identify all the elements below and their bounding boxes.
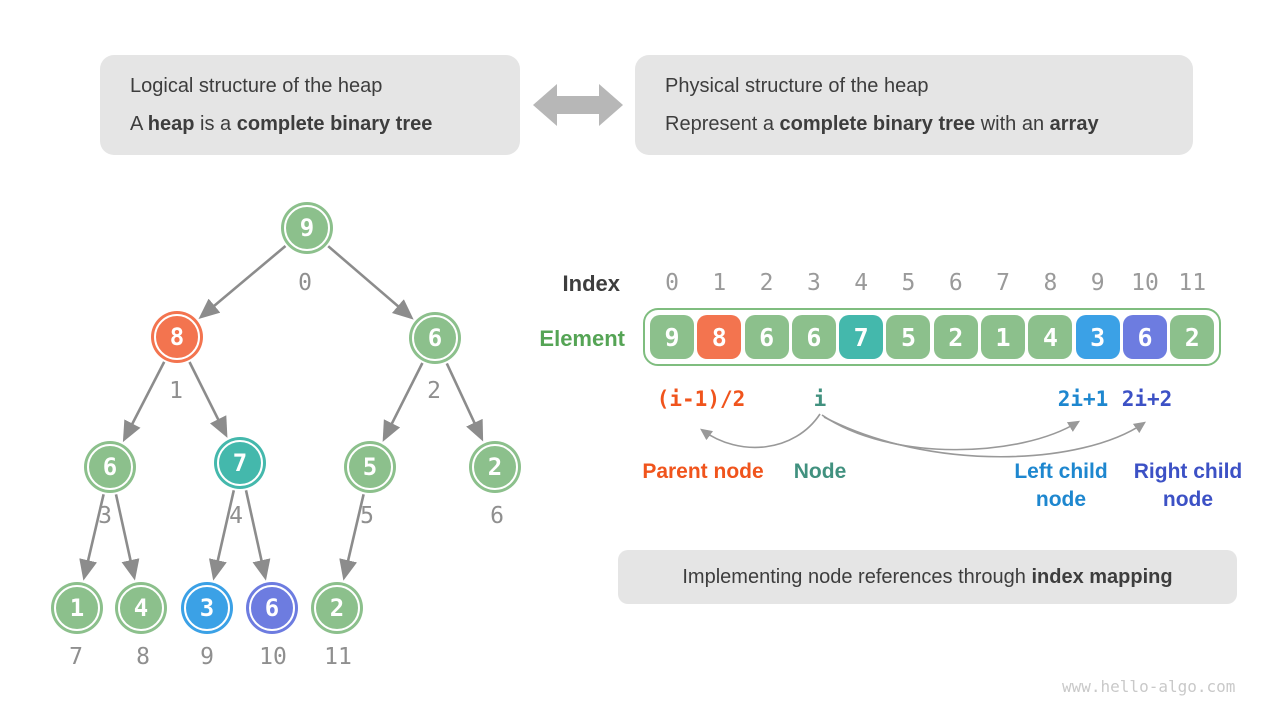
node-formula: i bbox=[813, 387, 827, 411]
heap-array: 9 8 6 6 7 5 2 1 4 3 6 2 bbox=[643, 308, 1222, 366]
array-cell-3: 6 bbox=[791, 315, 836, 359]
array-index: 2 bbox=[759, 270, 774, 296]
array-cell-6: 2 bbox=[933, 315, 978, 359]
array-index: 8 bbox=[1043, 270, 1058, 296]
logical-structure-line1: Logical structure of the heap bbox=[130, 75, 383, 97]
double-arrow-icon bbox=[533, 84, 623, 126]
tree-index-8: 8 bbox=[136, 644, 150, 670]
tree-node-8: 4 bbox=[115, 582, 167, 634]
physical-structure-line1: Physical structure of the heap bbox=[665, 75, 929, 97]
tree-node-10: 6 bbox=[246, 582, 298, 634]
tree-node-0: 9 bbox=[281, 202, 333, 254]
tree-node-5: 5 bbox=[344, 441, 396, 493]
array-index: 4 bbox=[854, 270, 869, 296]
tree-index-4: 4 bbox=[229, 503, 243, 529]
array-cell-2: 6 bbox=[744, 315, 789, 359]
parent-formula: (i-1)/2 bbox=[656, 387, 746, 411]
array-cell-0: 9 bbox=[650, 315, 694, 359]
index-mapping-caption-box: Implementing node references through ind… bbox=[618, 550, 1237, 604]
array-index: 10 bbox=[1131, 270, 1159, 296]
array-index: 5 bbox=[901, 270, 916, 296]
tree-node-7: 1 bbox=[51, 582, 103, 634]
tree-index-0: 0 bbox=[298, 270, 312, 296]
index-row-label: Index bbox=[562, 271, 620, 296]
tree-node-11: 2 bbox=[311, 582, 363, 634]
array-cell-8: 4 bbox=[1028, 315, 1073, 359]
array-index: 3 bbox=[806, 270, 821, 296]
logical-structure-line2: A heap is a complete binary tree bbox=[130, 113, 433, 135]
index-mapping-caption: Implementing node references through ind… bbox=[682, 565, 1173, 588]
array-cell-11: 2 bbox=[1170, 315, 1215, 359]
array-index: 6 bbox=[948, 270, 963, 296]
array-index-row: 0 1 2 3 4 5 6 7 8 9 10 11 bbox=[650, 270, 1214, 296]
tree-node-4: 7 bbox=[214, 437, 266, 489]
parent-node-label: Parent node bbox=[642, 460, 764, 483]
tree-node-9: 3 bbox=[181, 582, 233, 634]
array-index: 11 bbox=[1178, 270, 1207, 296]
tree-node-1: 8 bbox=[151, 311, 203, 363]
array-cell-9: 3 bbox=[1075, 315, 1120, 359]
watermark: www.hello-algo.com bbox=[1062, 677, 1236, 696]
physical-structure-box: Physical structure of the heap Represent… bbox=[635, 55, 1193, 155]
tree-index-10: 10 bbox=[259, 644, 287, 670]
logical-structure-box: Logical structure of the heap A heap is … bbox=[100, 55, 520, 155]
tree-index-7: 7 bbox=[69, 644, 83, 670]
tree-index-2: 2 bbox=[427, 378, 441, 404]
element-row-label: Element bbox=[539, 326, 625, 351]
tree-index-3: 3 bbox=[98, 503, 112, 529]
tree-index-5: 5 bbox=[360, 503, 374, 529]
tree-index-9: 9 bbox=[200, 644, 214, 670]
node-label: Node bbox=[793, 460, 847, 483]
right-child-formula: 2i+2 bbox=[1121, 387, 1173, 411]
tree-index-6: 6 bbox=[490, 503, 504, 529]
array-index: 0 bbox=[665, 270, 679, 296]
left-child-formula: 2i+1 bbox=[1057, 387, 1109, 411]
tree-node-6: 2 bbox=[469, 441, 521, 493]
tree-index-1: 1 bbox=[169, 378, 183, 404]
array-index: 1 bbox=[712, 270, 727, 296]
physical-structure-line2: Represent a complete binary tree with an… bbox=[665, 113, 1099, 135]
tree-index-11: 11 bbox=[324, 644, 352, 670]
array-cell-1: 8 bbox=[697, 315, 742, 359]
array-cell-7: 1 bbox=[981, 315, 1026, 359]
tree-node-3: 6 bbox=[84, 441, 136, 493]
array-index: 7 bbox=[996, 270, 1010, 296]
array-cell-5: 5 bbox=[886, 315, 931, 359]
array-cell-4: 7 bbox=[839, 315, 884, 359]
array-index: 9 bbox=[1090, 270, 1105, 296]
tree-node-2: 6 bbox=[409, 312, 461, 364]
array-cell-10: 6 bbox=[1122, 315, 1167, 359]
